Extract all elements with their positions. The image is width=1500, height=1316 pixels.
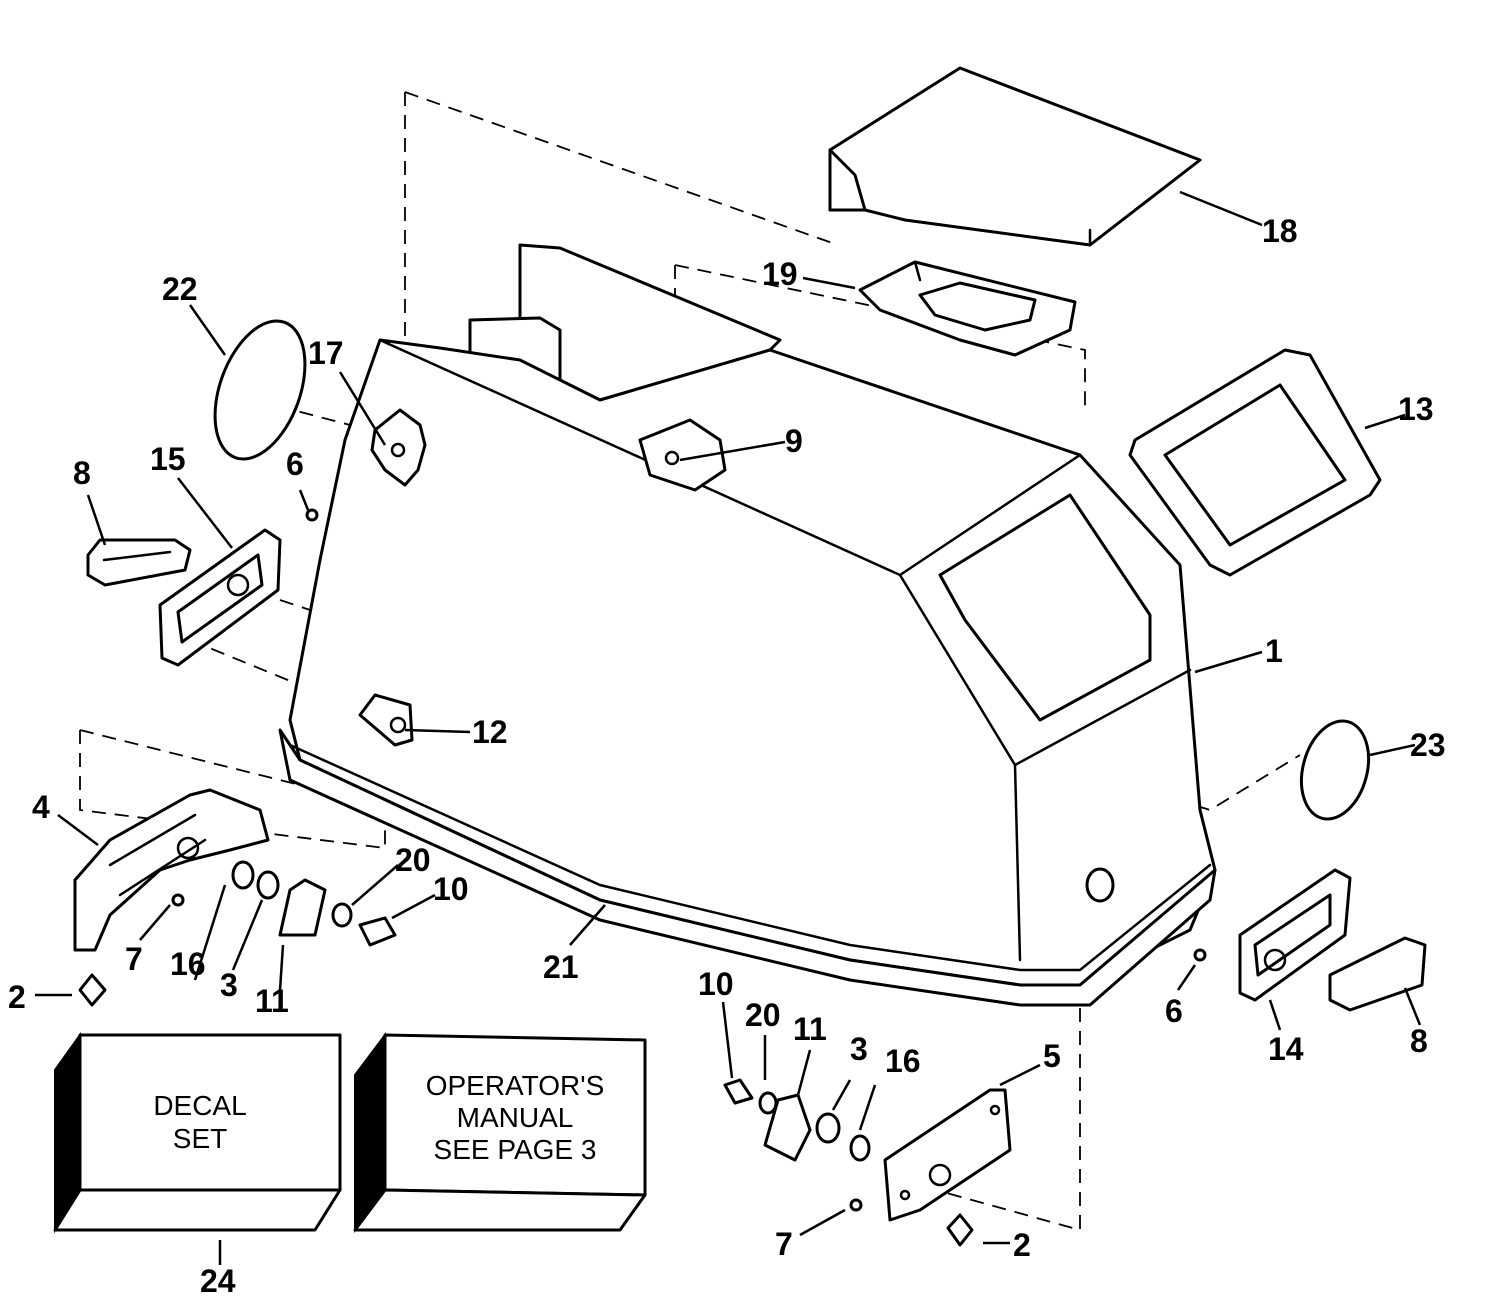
callout-20-right: 20 — [745, 997, 781, 1033]
callout-15: 15 — [150, 441, 186, 477]
part-9-clip — [638, 418, 727, 492]
callout-19: 19 — [762, 256, 798, 292]
callout-20-left: 20 — [395, 842, 431, 878]
part-13-window — [1128, 348, 1382, 577]
manual-line-1: OPERATOR'S — [426, 1070, 605, 1101]
hardware-right — [723, 867, 1207, 1247]
part-8-handle-left — [86, 538, 192, 587]
callout-12: 12 — [472, 714, 508, 750]
callout-24: 24 — [200, 1263, 236, 1299]
operators-manual-box: OPERATOR'S MANUAL SEE PAGE 3 — [353, 1032, 647, 1233]
callout-1: 1 — [1265, 633, 1283, 669]
callout-9: 9 — [785, 423, 803, 459]
callout-2-right: 2 — [1013, 1227, 1031, 1263]
callout-3-left: 3 — [220, 967, 238, 1003]
callout-8-left: 8 — [73, 455, 91, 491]
manual-line-2: MANUAL — [457, 1102, 574, 1133]
callout-8-right: 8 — [1410, 1023, 1428, 1059]
callout-17: 17 — [308, 335, 344, 371]
callout-22: 22 — [162, 271, 198, 307]
callout-2-left: 2 — [8, 979, 26, 1015]
callout-4: 4 — [32, 789, 50, 825]
part-4-bracket — [73, 788, 270, 952]
callout-5: 5 — [1043, 1038, 1061, 1074]
callout-16-right: 16 — [885, 1043, 921, 1079]
callout-18: 18 — [1262, 213, 1298, 249]
part-1-engine-cover — [278, 243, 1217, 1007]
part-5-bracket — [883, 1088, 1012, 1222]
part-23-disc — [1299, 719, 1371, 821]
callout-14: 14 — [1268, 1031, 1304, 1067]
callout-7-right: 7 — [775, 1226, 793, 1262]
part-17-clip — [370, 408, 427, 487]
callout-11-right: 11 — [793, 1011, 827, 1047]
callout-13: 13 — [1398, 391, 1434, 427]
hardware-left — [78, 508, 397, 1007]
callout-23: 23 — [1410, 727, 1446, 763]
callout-labels: 1 2 2 3 3 4 5 6 6 7 7 8 8 9 10 10 11 11 … — [8, 213, 1446, 1299]
callout-6-right: 6 — [1165, 993, 1183, 1029]
decal-set-line-1: DECAL — [153, 1090, 246, 1121]
part-14-plate — [1238, 868, 1352, 1002]
callout-21: 21 — [543, 949, 579, 985]
callout-6-left: 6 — [286, 446, 304, 482]
leader-lines — [35, 190, 1422, 1265]
callout-16-left: 16 — [170, 946, 206, 982]
manual-line-3: SEE PAGE 3 — [434, 1134, 597, 1165]
callout-3-right: 3 — [850, 1031, 868, 1067]
part-15-plate — [158, 528, 282, 667]
callout-11-left: 11 — [255, 983, 289, 1019]
part-12-grommet — [358, 693, 414, 747]
callout-10-left: 10 — [433, 871, 469, 907]
decal-set-box: DECAL SET — [53, 1031, 342, 1234]
part-22-disc — [213, 319, 307, 461]
part-18-top-cover — [828, 66, 1202, 247]
part-8-handle-right — [1328, 936, 1427, 1012]
callout-10-right: 10 — [698, 966, 734, 1002]
part-19-gasket — [858, 260, 1077, 357]
decal-set-line-2: SET — [173, 1123, 227, 1154]
callout-7-left: 7 — [125, 941, 143, 977]
